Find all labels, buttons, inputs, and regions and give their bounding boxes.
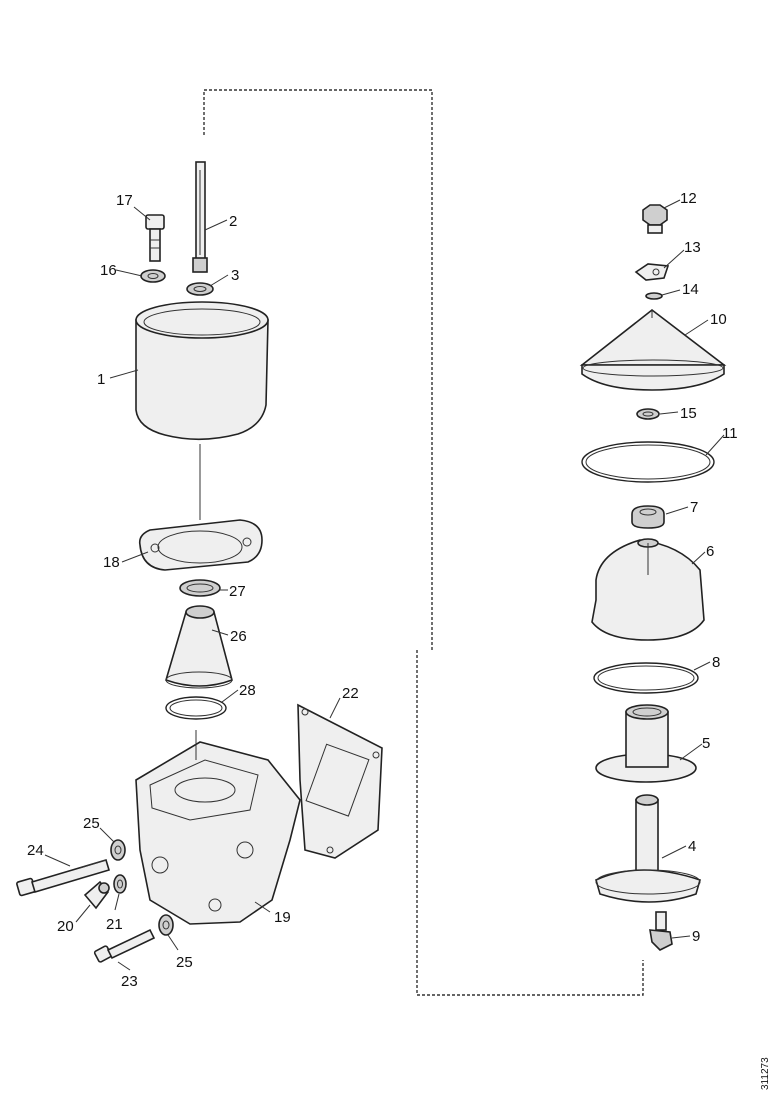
callout-16: 16 [100, 262, 117, 279]
callout-14: 14 [682, 281, 699, 298]
part-26-strainer [165, 605, 233, 689]
leader-lines-left [44, 206, 341, 971]
part-6-rotor-cover [591, 538, 705, 641]
callout-25-bottom: 25 [176, 954, 193, 971]
callout-labels: 17 2 16 3 1 18 27 26 28 22 25 24 20 21 1… [27, 190, 738, 990]
callout-18: 18 [103, 554, 120, 571]
part-27-ring [179, 579, 221, 597]
callout-24: 24 [27, 842, 44, 859]
callout-25-top: 25 [83, 815, 100, 832]
part-25-washer-bottom [158, 914, 174, 936]
callout-19: 19 [274, 909, 291, 926]
callout-2: 2 [229, 213, 237, 230]
part-7-nut [631, 505, 665, 529]
part-15-washer [636, 408, 660, 420]
callout-3: 3 [231, 267, 239, 284]
callout-5: 5 [702, 735, 710, 752]
part-12-nut [642, 204, 668, 234]
callout-10: 10 [710, 311, 727, 328]
callout-6: 6 [706, 543, 714, 560]
callout-17: 17 [116, 192, 133, 209]
callout-26: 26 [230, 628, 247, 645]
callout-22: 22 [342, 685, 359, 702]
callout-7: 7 [690, 499, 698, 516]
assembly-link-bracket [203, 89, 644, 996]
leader-lines-right [659, 199, 725, 939]
part-3-washer [186, 282, 214, 296]
callout-1: 1 [97, 371, 105, 388]
callout-27: 27 [229, 583, 246, 600]
part-9-plug [649, 911, 673, 951]
part-18-gasket [138, 519, 263, 571]
part-4-rotor-base [595, 794, 701, 903]
callout-11: 11 [722, 425, 738, 442]
part-1-housing [135, 301, 269, 520]
part-20-plug [83, 880, 110, 910]
callout-21: 21 [106, 916, 123, 933]
part-5-rotor-disc [595, 704, 697, 783]
callout-9: 9 [692, 928, 700, 945]
part-11-oring [581, 441, 715, 483]
part-19-body [135, 730, 301, 925]
part-16-washer [140, 269, 166, 283]
callout-13: 13 [684, 239, 701, 256]
part-2-shaft [192, 161, 208, 273]
part-21-washer [113, 874, 127, 894]
callout-4: 4 [688, 838, 696, 855]
part-28-oring [165, 696, 227, 720]
part-17-bolt [145, 214, 165, 262]
part-23-bolt [93, 928, 156, 963]
callout-20: 20 [57, 918, 74, 935]
callout-23: 23 [121, 973, 138, 990]
callout-8: 8 [712, 654, 720, 671]
drawing-number: 311273 [760, 1057, 771, 1090]
part-13-lock-tab [634, 263, 670, 281]
callout-15: 15 [680, 405, 697, 422]
callout-12: 12 [680, 190, 697, 207]
callout-28: 28 [239, 682, 256, 699]
part-25-washer-top [110, 839, 126, 861]
part-22-plate-gasket [297, 703, 383, 859]
part-10-cover [579, 308, 727, 391]
part-8-oring [593, 662, 699, 694]
part-14-washer [645, 292, 663, 300]
part-24-bolt [16, 859, 110, 897]
